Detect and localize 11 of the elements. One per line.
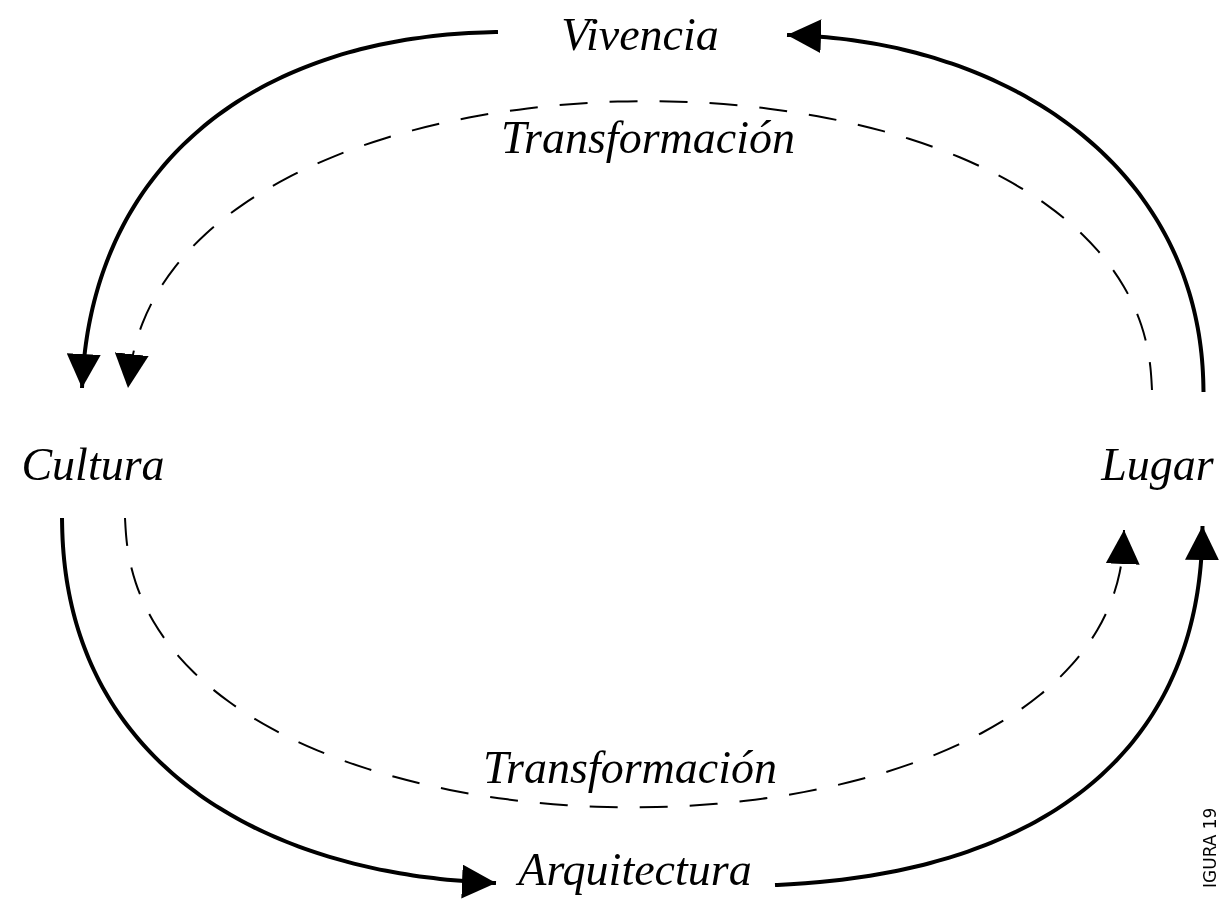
figure-number: IGURA 19 (1200, 807, 1220, 888)
arrow (60, 517, 497, 899)
arrow (786, 19, 1206, 393)
dashed-arrow (124, 517, 1140, 809)
arrow (774, 525, 1219, 887)
node-label: Arquitectura (495, 845, 775, 895)
arrow (66, 30, 499, 389)
node-label: Cultura (20, 440, 166, 490)
node-label: Vivencia (560, 10, 720, 60)
node-label: Lugar (1099, 440, 1215, 490)
dashed-arrow (114, 100, 1153, 391)
